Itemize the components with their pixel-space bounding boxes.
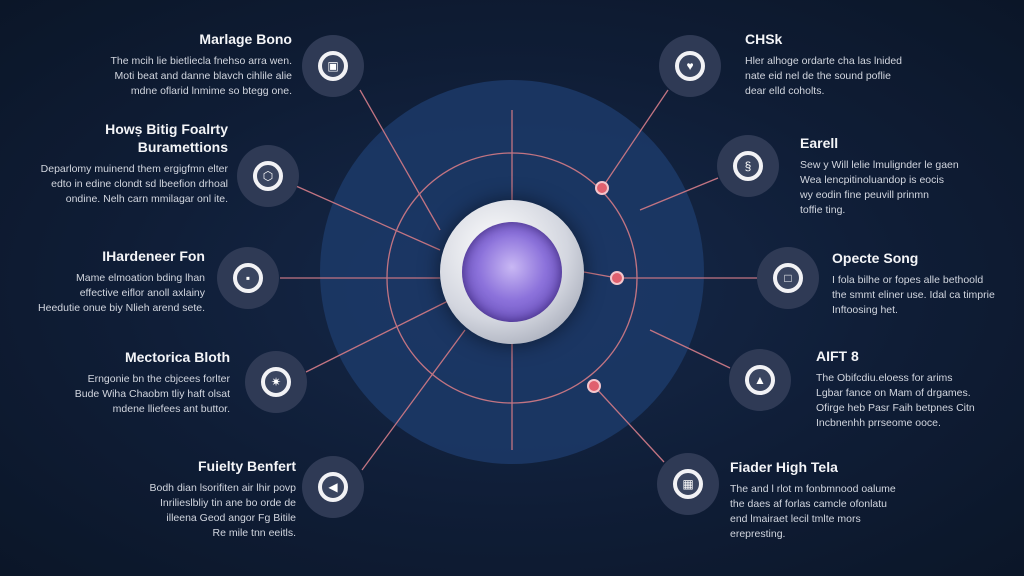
block-desc-line: Inftoosing het. — [832, 304, 898, 316]
megaphone-icon: ◀ — [318, 472, 348, 502]
node-left-4[interactable]: ✷ — [245, 351, 307, 413]
shield-badge-icon: ▣ — [318, 51, 348, 81]
node-right-4[interactable]: ▲ — [729, 349, 791, 411]
block-desc-line: The Obifcdiu.eloess for arims — [816, 372, 953, 384]
junction-dots — [587, 181, 624, 393]
block-desc-line: Heedutie onue biy Nlieh arend sete. — [38, 302, 205, 314]
node-right-2[interactable]: § — [717, 135, 779, 197]
block-desc-line: Erngonie bn the cbjcees forlter — [87, 373, 230, 385]
text-block-left-5: Fuielty Benfert Bodh dian lsorifiten air… — [86, 457, 297, 541]
block-desc-line: I fola bilhe or fopes alle bethoold — [832, 274, 984, 286]
connector-lines — [280, 89, 757, 471]
block-desc-line: effective eiflor anoll axlainy — [79, 287, 205, 299]
block-desc-line: the daes af forlas camcle ofonlatu — [730, 498, 888, 510]
text-block-left-1: Marlage Bono The mcih lie bietliecla fne… — [82, 30, 292, 99]
square-ring-icon: □ — [773, 263, 803, 293]
block-desc-line: Inrilieslbliy tin ane bo orde de — [160, 497, 296, 509]
hexagon-emblem-icon: ⬡ — [253, 161, 283, 191]
node-right-3[interactable]: □ — [757, 247, 819, 309]
block-desc-line: The and l rlot m fonbmnood oalume — [730, 483, 896, 495]
block-desc-line: Lgbar fance on Mam of drgames. — [816, 387, 971, 399]
block-desc-line: Re mile tnn eeitls. — [212, 527, 296, 539]
block-title: Mectorica Bloth — [124, 349, 230, 365]
block-desc-line: Wea lencpitinoluandop is eocis — [800, 174, 944, 186]
block-desc-line: mdene lliefees ant buttor. — [112, 403, 230, 415]
block-desc-line: the smmt eliner use. Idal ca timprie — [832, 289, 995, 301]
shark-fin-icon: ▲ — [745, 365, 775, 395]
block-desc-line: toffie ting. — [800, 204, 846, 216]
block-desc-line: Bodh dian lsorifiten air lhir povp — [149, 482, 297, 494]
text-block-right-2: Earell Sew y Will lelie lmulignder le ga… — [800, 134, 1010, 218]
block-title: Howṣ Bitig Foalrty Buramettions — [105, 121, 228, 155]
block-desc-line: erepresting. — [730, 528, 786, 540]
block-desc-line: dear elld coholts. — [745, 85, 825, 97]
block-desc-line: Moti beat and danne blavch cihlile alie — [114, 70, 292, 82]
node-right-1[interactable]: ♥ — [659, 35, 721, 97]
block-title: Opecte Song — [832, 250, 919, 266]
block-desc-line: ondine. Nelh carn mmilagar onl ite. — [65, 193, 228, 205]
block-desc-line: Mame elmoation bding lhan — [76, 272, 205, 284]
block-title: IHardeneer Fon — [102, 248, 205, 264]
text-block-left-2: Howṣ Bitig Foalrty Buramettions Deparlom… — [18, 120, 228, 207]
gear-hexagon-icon: ✷ — [261, 367, 291, 397]
block-title: Fiader High Tela — [730, 459, 838, 475]
block-desc-line: Hler alhoge ordarte cha las lnided — [745, 55, 903, 67]
text-block-right-5: Fiader High Tela The and l rlot m fonbmn… — [730, 458, 940, 542]
block-title: CHSk — [745, 31, 783, 47]
node-left-3[interactable]: ▪ — [217, 247, 279, 309]
document-badge-icon: § — [733, 151, 763, 181]
block-title: Marlage Bono — [199, 31, 292, 47]
block-desc-line: Incbnenhh prrseome ooce. — [816, 417, 941, 429]
block-desc-line: Deparlomy muinend them ergigfmn elter — [40, 163, 228, 175]
center-orb[interactable] — [440, 200, 584, 344]
ring-target-icon: ▪ — [233, 263, 263, 293]
block-desc-line: end lmairaet lecil tmlte mors — [730, 513, 861, 525]
block-title: Fuielty Benfert — [197, 458, 296, 474]
block-desc-line: Ofirge heb Pasr Faih betpnes Citn — [816, 402, 975, 414]
cloud-orb-icon — [462, 222, 562, 322]
block-title: Earell — [800, 135, 839, 151]
node-right-5[interactable]: ▦ — [657, 453, 719, 515]
heart-shield-icon: ♥ — [675, 51, 705, 81]
block-desc-line: wy eodin fine peuvill prinmn — [800, 189, 929, 201]
node-left-2[interactable]: ⬡ — [237, 145, 299, 207]
block-desc-line: mdne oflarid lnmime so btegg one. — [130, 85, 292, 97]
octagon-grid-icon: ▦ — [673, 469, 703, 499]
block-desc-line: Sew y Will lelie lmulignder le gaen — [800, 159, 959, 171]
block-desc-line: nate eid nel de the sound poflie — [745, 70, 891, 82]
text-block-right-1: CHSk Hler alhoge ordarte cha las lnided n… — [745, 30, 955, 99]
text-block-left-3: IHardeneer Fon Mame elmoation bding lhan… — [0, 247, 205, 316]
block-title: AIFT 8 — [816, 348, 859, 364]
block-desc-line: Bude Wiha Chaobm tliy haft olsat — [74, 388, 230, 400]
text-block-right-3: Opecte Song I fola bilhe or fopes alle b… — [832, 249, 1024, 318]
node-left-5[interactable]: ◀ — [302, 456, 364, 518]
block-desc-line: illeena Geod angor Fg Bitile — [166, 512, 296, 524]
block-desc-line: edto in edine clondt sd lbeefion drhoal — [51, 178, 228, 190]
node-left-1[interactable]: ▣ — [302, 35, 364, 97]
text-block-left-4: Mectorica Bloth Erngonie bn the cbjcees … — [20, 348, 230, 417]
block-desc-line: The mcih lie bietliecla fnehso arra wen. — [110, 55, 292, 67]
